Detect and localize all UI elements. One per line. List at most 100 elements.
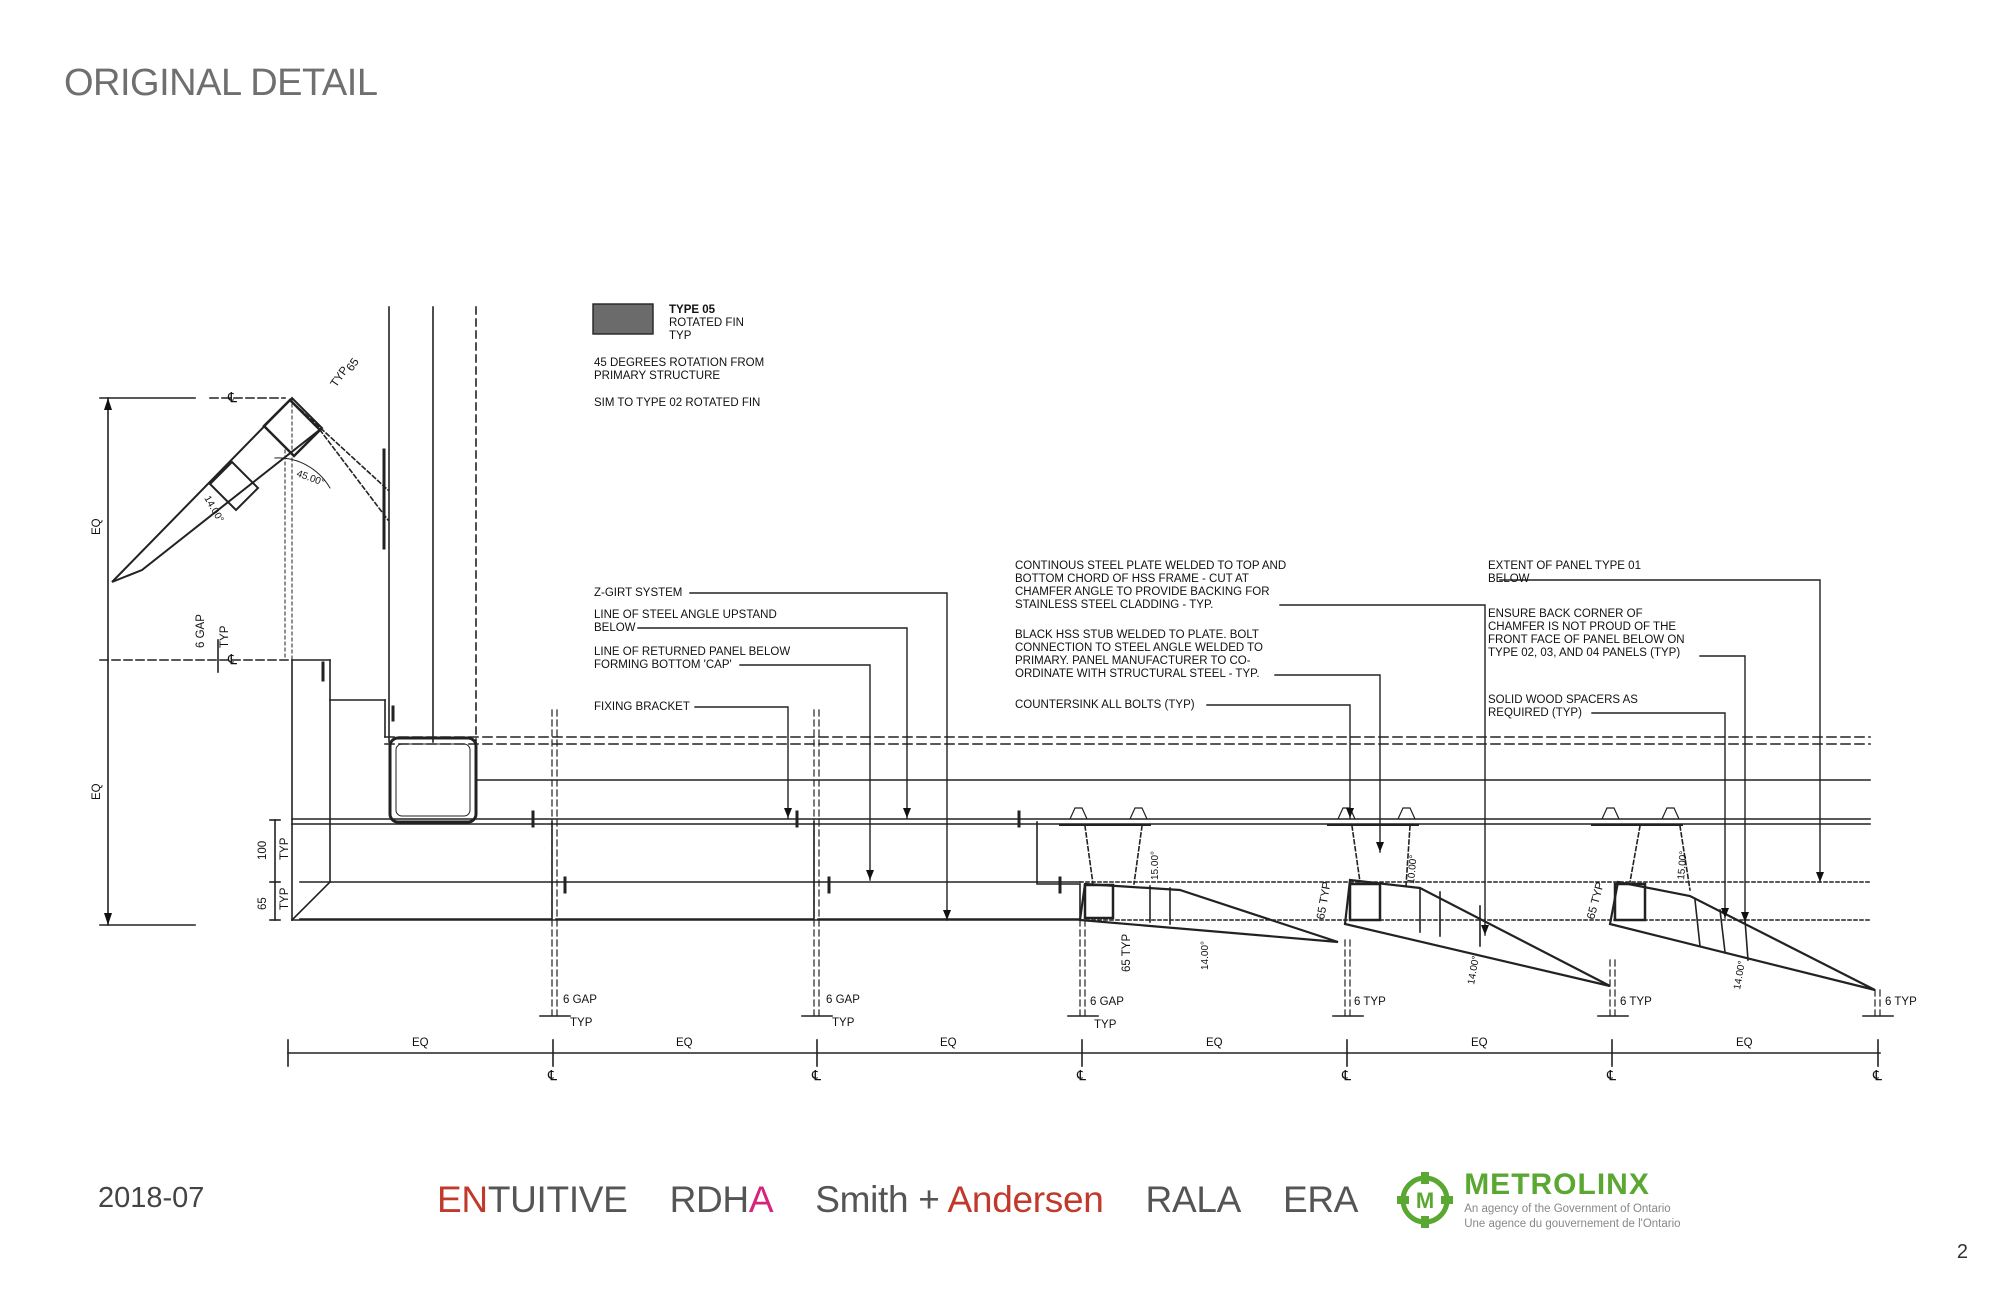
spacers-label-1: SOLID WOOD SPACERS AS <box>1488 694 1638 706</box>
angle-10-label: 10.00° <box>1406 854 1419 884</box>
eq-label: EQ <box>1471 1037 1488 1049</box>
typ-vertical-label: TYP <box>279 837 291 860</box>
typ-label: 6 TYP <box>1354 996 1386 1008</box>
angle-14-label: 14.00° <box>1200 941 1211 970</box>
hss-section <box>388 736 478 824</box>
dimension-text: EQ EQ EQ EQ EQ EQ ℄ ℄ ℄ ℄ ℄ ℄ ℄ ℄ 6 GAP … <box>91 356 1917 1083</box>
centerline-label: ℄ <box>227 651 237 667</box>
fixing-clips <box>321 661 1062 894</box>
hss-stub-label-2: CONNECTION TO STEEL ANGLE WELDED TO <box>1015 642 1263 654</box>
countersink-label: COUNTERSINK ALL BOLTS (TYP) <box>1015 699 1195 711</box>
rotated-fin-top-left <box>111 396 390 661</box>
steel-plate-label-3: CHAMFER ANGLE TO PROVIDE BACKING FOR <box>1015 586 1270 598</box>
angle-upstand-label-2: BELOW <box>594 622 636 634</box>
back-corner-label-4: TYPE 02, 03, AND 04 PANELS (TYP) <box>1488 647 1680 659</box>
entuitive-en: EN <box>437 1179 488 1220</box>
returned-panel-label-2: FORMING BOTTOM 'CAP' <box>594 659 732 671</box>
dim-65-typ-label: 65 TYP <box>1121 934 1133 972</box>
legend-line2: TYP <box>669 330 692 342</box>
eq-label: EQ <box>412 1037 429 1049</box>
page-number: 2 <box>1956 1241 1968 1263</box>
steel-plate-label-1: CONTINOUS STEEL PLATE WELDED TO TOP AND <box>1015 560 1286 572</box>
extent-label-1: EXTENT OF PANEL TYPE 01 <box>1488 560 1641 572</box>
z-girt-label: Z-GIRT SYSTEM <box>594 587 682 599</box>
angle-upstand-label-1: LINE OF STEEL ANGLE UPSTAND <box>594 609 777 621</box>
gap-typ-label: TYP <box>832 1017 855 1029</box>
gap-label: 6 GAP <box>563 994 597 1006</box>
back-corner-label-2: CHAMFER IS NOT PROUD OF THE <box>1488 621 1676 633</box>
rotated-panel-1 <box>1078 825 1339 944</box>
hss-stub-label-4: ORDINATE WITH STRUCTURAL STEEL - TYP. <box>1015 668 1260 680</box>
back-corner-label-3: FRONT FACE OF PANEL BELOW ON <box>1488 634 1685 646</box>
svg-text:M: M <box>1416 1188 1434 1213</box>
metrolinx-subtitle-en: An agency of the Government of Ontario <box>1464 1202 1671 1215</box>
panel-steps <box>299 821 1081 920</box>
partner-logos: ENTUITIVE RDHA Smith + Andersen RALA ERA… <box>437 1165 1681 1235</box>
legend-text: TYPE 05 ROTATED FIN TYP 45 DEGREES ROTAT… <box>594 304 764 409</box>
metrolinx-logo: M METROLINX An agency of the Government … <box>1396 1169 1681 1231</box>
centerline-label: ℄ <box>1341 1067 1351 1083</box>
legend-note2: SIM TO TYPE 02 ROTATED FIN <box>594 397 760 409</box>
spacers-label-2: REQUIRED (TYP) <box>1488 707 1582 719</box>
left-dimension-line <box>99 397 291 926</box>
centerline-label: ℄ <box>547 1067 557 1083</box>
dim-65-typ-label: 65 TYP <box>1585 881 1607 921</box>
gap-vertical-label: 6 GAP <box>195 614 207 648</box>
dim-100-label: 100 <box>257 841 269 860</box>
bottom-dimension-line <box>287 1015 1894 1067</box>
angle-45-label: 45.00° <box>295 468 326 488</box>
centerline-label: ℄ <box>227 389 237 405</box>
rdha-a: A <box>748 1179 774 1220</box>
angle-15-label: 15.00° <box>1150 851 1161 880</box>
centerline-label: ℄ <box>1606 1067 1616 1083</box>
steel-plate-label-2: BOTTOM CHORD OF HSS FRAME - CUT AT <box>1015 573 1249 585</box>
angle-14-label: 14.00° <box>1732 960 1748 991</box>
gap-lines <box>551 709 1881 1021</box>
metrolinx-m-icon: M <box>1397 1172 1454 1228</box>
bolt-heads <box>1059 807 1683 826</box>
hss-stub-label-3: PRIMARY. PANEL MANUFACTURER TO CO- <box>1015 655 1251 667</box>
angle-14-label: 14.00° <box>1466 955 1482 986</box>
eq-vertical-label: EQ <box>91 518 103 535</box>
gap-typ-label: TYP <box>1094 1019 1117 1031</box>
gap-label: 6 GAP <box>826 994 860 1006</box>
angle-15-label: 15.00° <box>1676 850 1689 880</box>
eq-label: EQ <box>1736 1037 1753 1049</box>
legend-type: TYPE 05 <box>669 304 716 316</box>
rdha-logo: RDHA <box>670 1179 774 1221</box>
dim-65-label: 65 <box>257 897 269 910</box>
arrowheads <box>104 398 1824 935</box>
eq-vertical-label: EQ <box>91 783 103 800</box>
legend-note1b: PRIMARY STRUCTURE <box>594 370 720 382</box>
eq-label: EQ <box>676 1037 693 1049</box>
era-logo: ERA <box>1283 1179 1359 1220</box>
legend-line1: ROTATED FIN <box>669 317 744 329</box>
smith-andersen-logo: Smith + Andersen <box>815 1179 1104 1221</box>
returned-panel-label-1: LINE OF RETURNED PANEL BELOW <box>594 646 790 658</box>
eq-label: EQ <box>1206 1037 1223 1049</box>
metrolinx-subtitle-fr: Une agence du gouvernement de l'Ontario <box>1464 1218 1681 1230</box>
rdha-rdh: RDH <box>669 1179 750 1220</box>
centerline-label: ℄ <box>811 1067 821 1083</box>
legend-note1a: 45 DEGREES ROTATION FROM <box>594 357 764 369</box>
wall-lines <box>382 306 477 743</box>
typ-label: 6 TYP <box>1885 996 1917 1008</box>
andersen-text: Andersen <box>947 1179 1104 1220</box>
structure-lines <box>290 659 1871 922</box>
gap-typ-label: TYP <box>570 1017 593 1029</box>
centerline-label: ℄ <box>1076 1067 1086 1083</box>
legend-swatch <box>592 303 654 335</box>
entuitive-rest: TUITIVE <box>487 1179 628 1220</box>
centerline-label: ℄ <box>1872 1067 1882 1083</box>
eq-label: EQ <box>940 1037 957 1049</box>
extent-label-2: BELOW <box>1488 573 1530 585</box>
rala-logo: RALA <box>1145 1179 1242 1220</box>
leader-lines <box>637 579 1821 936</box>
dim-65-typ-label: 65 TYP <box>1315 881 1333 921</box>
entuitive-logo: ENTUITIVE <box>437 1179 628 1221</box>
gap-label: 6 GAP <box>1090 996 1124 1008</box>
steel-plate-label-4: STAINLESS STEEL CLADDING - TYP. <box>1015 599 1213 611</box>
smith-text: Smith + <box>815 1179 948 1220</box>
typ-vertical-label: TYP <box>279 887 291 910</box>
back-corner-label-1: ENSURE BACK CORNER OF <box>1488 608 1643 620</box>
